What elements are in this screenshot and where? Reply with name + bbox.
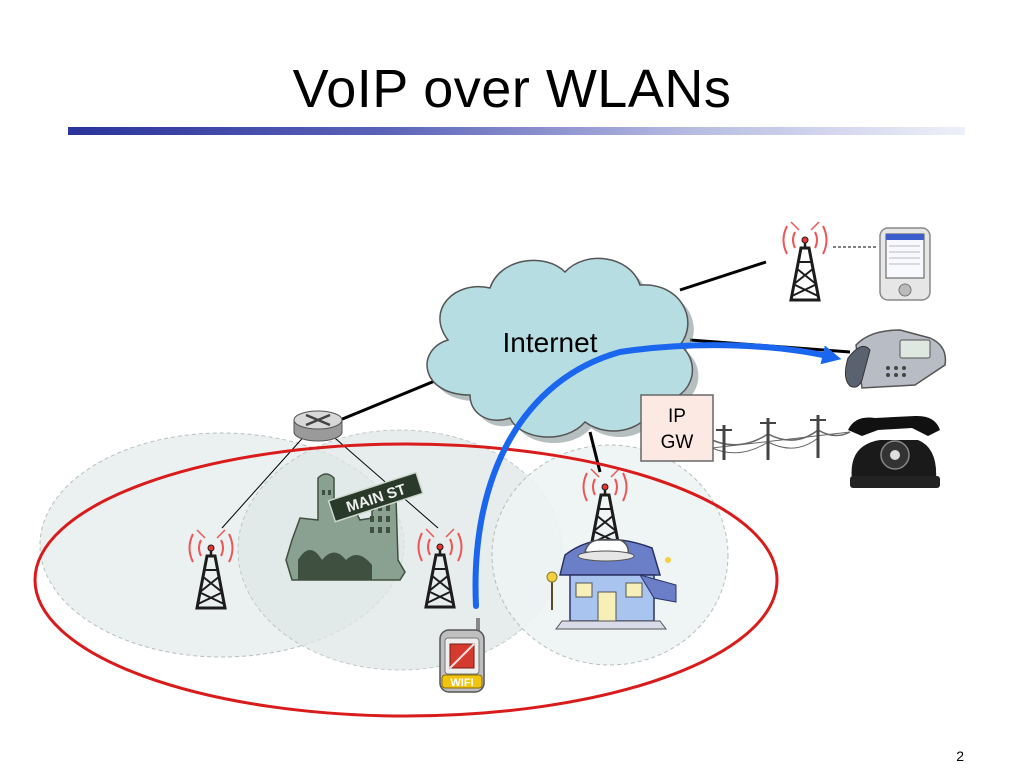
phone-badge-text: WIFI (450, 677, 473, 689)
link-router-internet (339, 376, 443, 422)
gateway-label-line2: GW (661, 432, 694, 453)
page-number: 2 (956, 748, 964, 764)
cafe-hotspot-icon (546, 538, 677, 630)
internet-cloud: Internet (426, 257, 699, 444)
router-icon (293, 410, 343, 442)
telephone-line-poles-icon (711, 415, 851, 460)
wifi-handset-icon: WIFI (439, 618, 485, 693)
title-underline (68, 127, 965, 135)
cell-tower-top-right-icon (782, 220, 828, 302)
link-router-ap-middle (327, 431, 439, 529)
link-internet-ap-cafe (588, 431, 602, 473)
ip-gateway-box: IP GW (640, 394, 714, 462)
call-path-arrow (472, 342, 842, 609)
rotary-phone-icon (848, 415, 940, 488)
internet-cloud-label: Internet (503, 327, 598, 358)
ip-desk-phone-icon (844, 329, 947, 389)
roaming-area-boundary (33, 442, 779, 718)
slide-title: VoIP over WLANs (292, 59, 732, 119)
pda-icon (879, 227, 931, 301)
link-router-ap-left (221, 431, 309, 529)
link-internet-tower-top (679, 260, 767, 292)
gateway-label-line1: IP (668, 406, 686, 427)
